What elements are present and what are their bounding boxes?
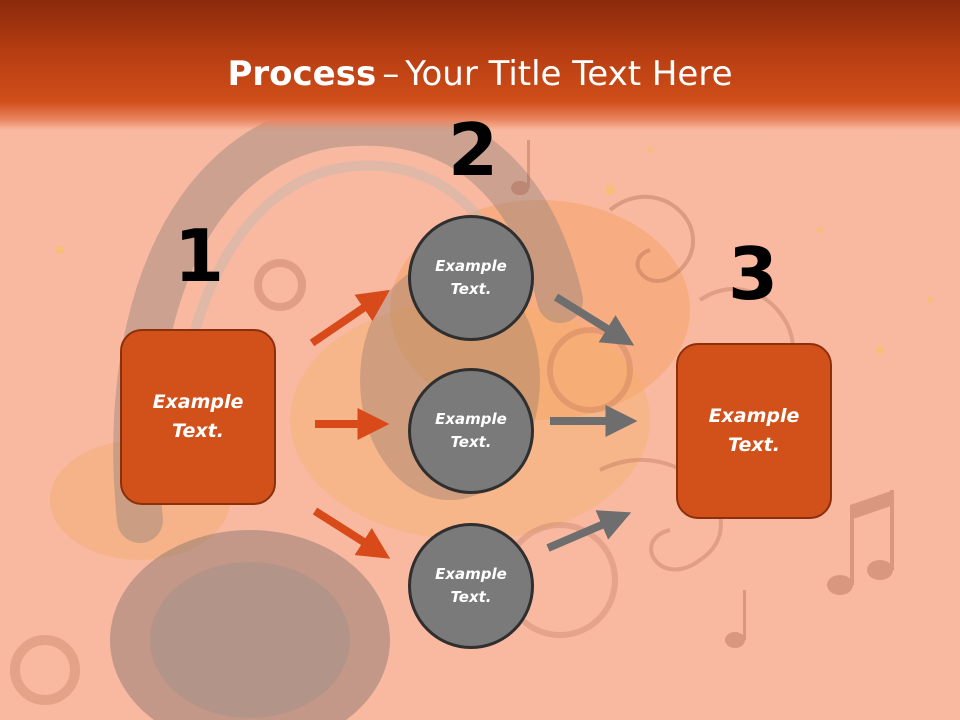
circle-middle-line1: Example (435, 410, 507, 428)
step-number-3: 3 (727, 232, 779, 316)
step-2-circle-top[interactable]: Example Text. (408, 215, 534, 341)
circle-bottom-line1: Example (435, 565, 507, 583)
slide-title: Process–Your Title Text Here (0, 52, 960, 96)
step-number-1: 1 (173, 214, 225, 298)
step-3-line1: Example (708, 405, 800, 427)
step-3-box[interactable]: Example Text. (676, 343, 832, 519)
step-3-line2: Text. (728, 434, 780, 456)
header-band (0, 0, 960, 130)
step-1-box[interactable]: Example Text. (120, 329, 276, 505)
step-2-circle-bottom[interactable]: Example Text. (408, 523, 534, 649)
step-1-line1: Example (152, 391, 244, 413)
title-rest: Your Title Text Here (405, 54, 733, 94)
circle-bottom-line2: Text. (450, 588, 492, 606)
circle-top-line1: Example (435, 257, 507, 275)
circle-middle-line2: Text. (450, 433, 492, 451)
step-1-line2: Text. (172, 420, 224, 442)
title-bold-part: Process (227, 54, 377, 94)
title-dash: – (382, 54, 400, 94)
circle-top-line2: Text. (450, 280, 492, 298)
step-2-circle-middle[interactable]: Example Text. (408, 368, 534, 494)
step-number-2: 2 (447, 108, 499, 192)
